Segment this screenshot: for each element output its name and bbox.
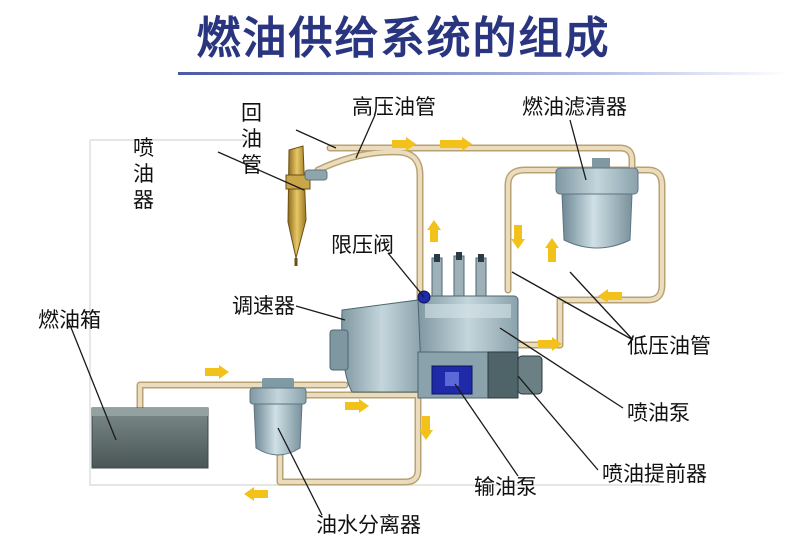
flow-arrow <box>598 289 622 303</box>
leader-lines <box>67 114 634 516</box>
label-low-pressure-pipe: 低压油管 <box>627 334 711 358</box>
flow-arrow <box>511 225 525 249</box>
fuel-filter <box>555 158 639 249</box>
label-water-separator: 油水分离器 <box>316 513 421 537</box>
label-fuel-filter: 燃油滤清器 <box>522 95 627 119</box>
injector <box>285 145 328 266</box>
flow-arrows <box>205 137 622 501</box>
label-injector: 喷油器 <box>133 136 154 212</box>
label-high-pressure-pipe: 高压油管 <box>352 95 436 119</box>
flow-arrow <box>419 416 433 440</box>
injection-pump-assembly <box>329 252 543 399</box>
flow-arrow <box>392 137 416 151</box>
flow-arrow <box>538 337 562 351</box>
flow-arrow <box>345 399 369 413</box>
high-pressure-pipe <box>314 148 424 304</box>
label-fuel-tank: 燃油箱 <box>38 308 101 332</box>
flow-arrow <box>205 365 229 379</box>
label-transfer-pump: 输油泵 <box>474 475 537 499</box>
frame-lines <box>89 139 660 486</box>
flow-arrow <box>440 137 472 151</box>
fuel-tank <box>91 407 209 469</box>
label-pressure-limit-valve: 限压阀 <box>331 233 394 257</box>
flow-arrow <box>244 487 268 501</box>
water-separator <box>249 378 307 456</box>
flow-arrow <box>427 220 441 242</box>
label-governor: 调速器 <box>232 294 295 318</box>
page-title: 燃油供给系统的组成 <box>196 13 611 64</box>
title-underline <box>178 72 788 75</box>
flow-arrow <box>545 238 559 262</box>
label-injection-pump: 喷油泵 <box>627 401 690 425</box>
label-return-pipe: 回油管 <box>241 101 262 177</box>
label-timing-device: 喷油提前器 <box>602 462 707 486</box>
